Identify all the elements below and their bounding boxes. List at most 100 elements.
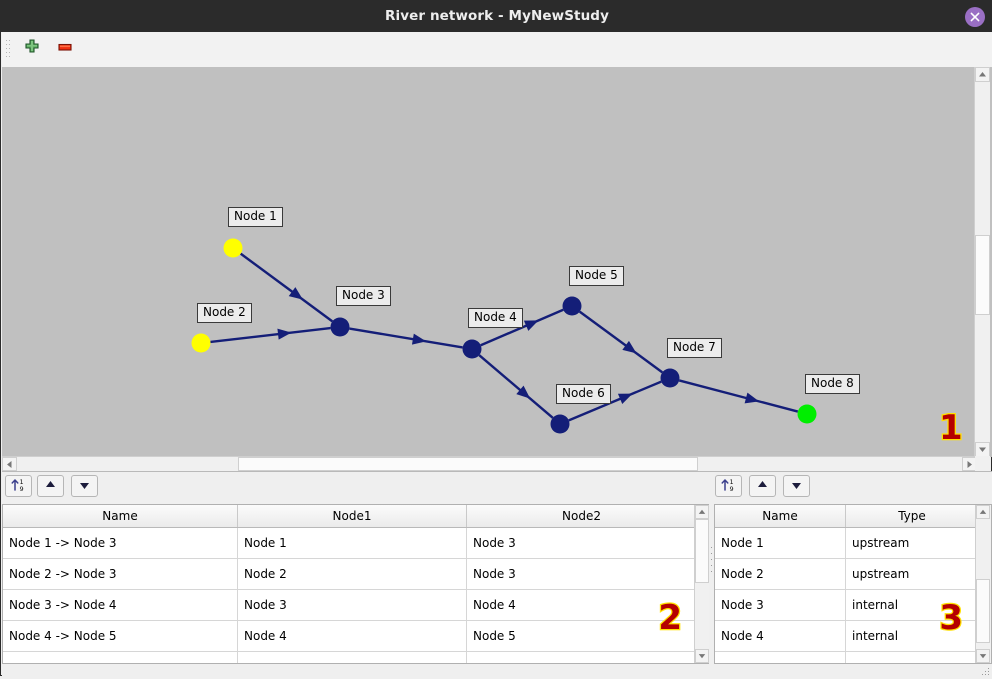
column-header[interactable]: Name (3, 505, 238, 527)
links-table-scrollbar[interactable] (694, 505, 710, 663)
table-cell[interactable]: Node 4 (238, 621, 467, 651)
table-cell[interactable]: Node 4 (715, 621, 846, 651)
nodes-sort-button[interactable]: 1 9 (715, 475, 742, 497)
table-cell[interactable]: upstream (852, 536, 910, 550)
table-cell[interactable]: Node 3 (473, 567, 516, 581)
table-row[interactable]: Node 2 upstream (715, 559, 991, 590)
resize-grip[interactable] (981, 665, 990, 675)
scroll-down-arrow[interactable] (975, 442, 990, 457)
annotation-marker-2: 2 (657, 598, 683, 638)
table-row[interactable]: Node 4 internal (715, 621, 991, 652)
column-header[interactable]: Node2 (562, 509, 601, 523)
graph-node-label[interactable]: Node 6 (556, 384, 611, 404)
network-graph-svg (191, 238, 817, 434)
table-cell[interactable]: Node 3 (715, 590, 846, 620)
table-cell[interactable]: Node 3 (473, 536, 516, 550)
links-move-up-button[interactable] (37, 475, 64, 497)
network-graph-canvas[interactable]: Node 1 Node 2 Node 3 Node 4 Node 5 Node 6 Node… (2, 67, 992, 457)
links-move-down-button[interactable] (71, 475, 98, 497)
scroll-up-arrow[interactable] (975, 67, 990, 82)
column-header[interactable]: Node1 (238, 505, 467, 527)
table-cell[interactable]: upstream (852, 567, 910, 581)
table-cell[interactable]: internal (852, 598, 899, 612)
table-cell[interactable]: Node 1 (715, 528, 846, 558)
table-row[interactable]: Node 3 internal (715, 590, 991, 621)
graph-node-label[interactable]: Node 1 (228, 207, 283, 227)
graph-edge[interactable] (478, 354, 554, 419)
graph-edge-arrow (744, 392, 760, 404)
table-cell[interactable]: Node 3 -> Node 4 (3, 590, 238, 620)
graph-edge-arrow (288, 287, 303, 300)
table-cell[interactable]: Node 4 (473, 598, 516, 612)
vertical-splitter[interactable] (709, 473, 714, 676)
graph-node[interactable] (797, 404, 817, 424)
window-title: River network - MyNewStudy (385, 8, 609, 24)
nodes-scroll-thumb[interactable] (976, 579, 990, 643)
graph-edge[interactable] (349, 327, 463, 349)
graph-node[interactable] (223, 238, 243, 258)
close-button[interactable] (965, 7, 985, 27)
table-row-empty[interactable] (715, 652, 991, 663)
graph-node[interactable] (562, 296, 582, 316)
nodes-scroll-down-arrow[interactable] (976, 649, 990, 663)
add-node-button[interactable] (20, 38, 44, 60)
graph-node[interactable] (550, 414, 570, 434)
table-cell[interactable]: Node 2 (715, 559, 846, 589)
nodes-move-up-button[interactable] (749, 475, 776, 497)
toolbar-grip[interactable] (6, 40, 11, 59)
canvas-vertical-scrollbar[interactable] (974, 67, 990, 457)
table-cell[interactable]: Node 2 (238, 559, 467, 589)
column-header[interactable]: Name (715, 505, 846, 527)
table-cell[interactable]: internal (852, 629, 899, 643)
table-cell (715, 652, 846, 663)
column-header[interactable]: Type (898, 509, 926, 523)
graph-node-label[interactable]: Node 2 (197, 303, 252, 323)
graph-edge[interactable] (678, 379, 799, 413)
links-scroll-thumb[interactable] (695, 519, 709, 583)
canvas-hscroll-thumb[interactable] (238, 457, 698, 471)
graph-edge[interactable] (239, 252, 334, 323)
links-scroll-up-arrow[interactable] (695, 505, 709, 519)
table-cell[interactable]: Node 2 -> Node 3 (3, 559, 238, 589)
graph-node-label[interactable]: Node 7 (667, 338, 722, 358)
graph-node[interactable] (660, 368, 680, 388)
nodes-scroll-up-arrow[interactable] (976, 505, 990, 519)
table-cell[interactable]: Node 3 (238, 590, 467, 620)
table-cell[interactable]: Node 1 (238, 528, 467, 558)
canvas-vscroll-thumb[interactable] (975, 235, 990, 315)
graph-node[interactable] (330, 317, 350, 337)
links-sort-button[interactable]: 1 9 (5, 475, 32, 497)
links-scroll-down-arrow[interactable] (695, 649, 709, 663)
remove-node-button[interactable] (53, 38, 77, 60)
graph-node-label[interactable]: Node 5 (569, 266, 624, 286)
table-row[interactable]: Node 1 upstream (715, 528, 991, 559)
table-cell[interactable]: Node 4 -> Node 5 (3, 621, 238, 651)
table-cell[interactable]: Node 1 -> Node 3 (3, 528, 238, 558)
table-row-empty[interactable] (3, 652, 710, 663)
graph-node-label[interactable]: Node 3 (336, 286, 391, 306)
graph-edge[interactable] (568, 380, 662, 422)
graph-edge[interactable] (210, 326, 331, 344)
graph-edge-arrow (622, 340, 637, 354)
graph-node[interactable] (191, 333, 211, 353)
graph-edge[interactable] (578, 310, 664, 374)
graph-node[interactable] (462, 339, 482, 359)
scroll-left-arrow[interactable] (2, 457, 17, 471)
nodes-move-down-button[interactable] (783, 475, 810, 497)
graph-node-label[interactable]: Node 8 (805, 374, 860, 394)
table-cell[interactable]: Node 5 (473, 629, 516, 643)
nodes-table-scrollbar[interactable] (975, 505, 991, 663)
annotation-marker-1: 1 (938, 408, 964, 448)
graph-node-label[interactable]: Node 4 (468, 308, 523, 328)
canvas-horizontal-scrollbar[interactable] (2, 456, 977, 472)
